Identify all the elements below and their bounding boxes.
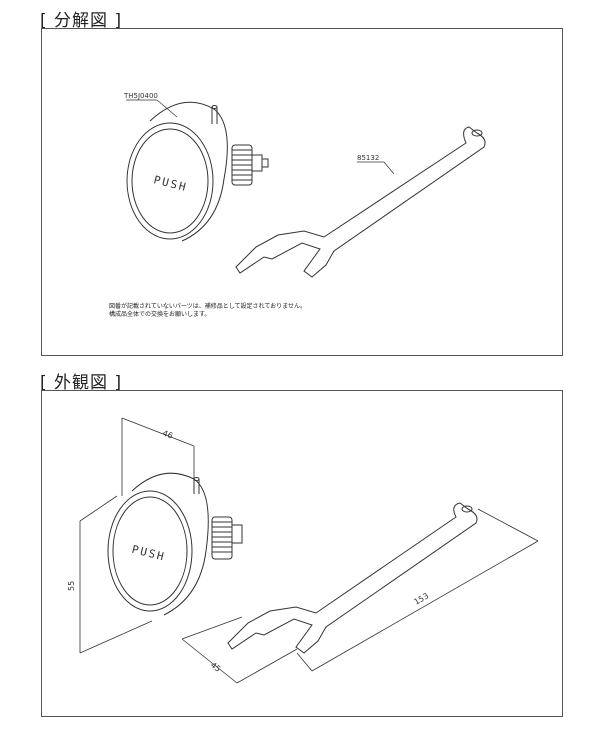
appearance-view-heading: [ 外観図 ] [40, 373, 123, 393]
note-line-2: 構成品全体での交換をお願いします。 [109, 311, 211, 318]
appearance-view-panel: PUSH 46 55 153 45 [41, 390, 563, 717]
valve-stem [211, 105, 218, 124]
appearance-wrench [227, 502, 478, 654]
wrench-leader-arrow [383, 161, 395, 175]
push-button-body [126, 101, 228, 242]
wrench-hang-hole [461, 505, 473, 513]
depth-dimension [121, 417, 195, 496]
diameter-dimension [79, 495, 153, 654]
depth-dimension-label: 46 [161, 429, 174, 441]
button-part-label: TH5J0400 [123, 92, 158, 100]
exploded-view-heading: [ 分解図 ] [40, 11, 123, 31]
wrench-part-label: 85132 [357, 154, 379, 162]
exploded-view-panel: PUSH TH5J0400 85132 図番が記載されていないパーツは、補修品と… [41, 28, 563, 356]
exploded-view-drawing: PUSH TH5J0400 85132 [123, 92, 486, 278]
wrench-width-dimension [181, 616, 298, 684]
threaded-valve-body [231, 144, 269, 186]
diameter-dimension-label: 55 [67, 581, 76, 591]
wrench-length-dimension [296, 508, 539, 672]
appearance-push-button [107, 472, 209, 616]
appearance-threaded-valve-body [211, 516, 243, 560]
wrench [235, 126, 486, 278]
appearance-view-drawing: PUSH 46 55 153 45 [67, 417, 539, 684]
button-leader-arrow [156, 99, 178, 118]
note-line-1: 図番が記載されていないパーツは、補修品として設定されておりません。 [109, 303, 306, 310]
